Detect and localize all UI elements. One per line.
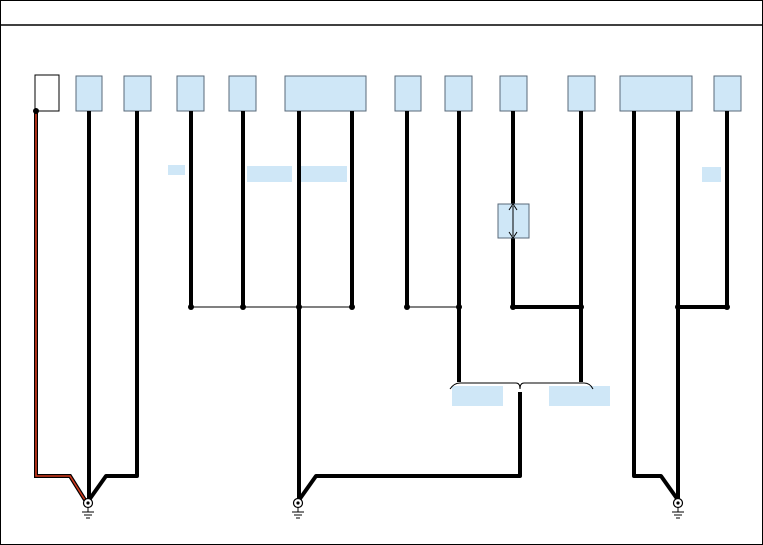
component-module-2[interactable] [123, 75, 152, 112]
wire-label-2 [247, 166, 292, 182]
wire-label-1 [168, 165, 185, 175]
wire-label-5 [452, 386, 503, 406]
ground-right [672, 497, 684, 519]
wire-ground-bus [297, 392, 522, 502]
component-module-1[interactable] [75, 75, 103, 112]
wires-thick [87, 111, 729, 502]
wires-thin [191, 306, 594, 390]
splice-points [33, 108, 730, 310]
component-module-6[interactable] [394, 75, 422, 112]
wire-accent [34, 111, 87, 502]
wire-m11 [678, 111, 729, 309]
wire-m10a [632, 111, 680, 502]
component-module-5[interactable] [284, 75, 367, 112]
wire-labels [168, 165, 721, 406]
wire-m2 [87, 111, 139, 502]
component-module-11[interactable] [713, 75, 742, 112]
wire-label-4 [702, 167, 721, 182]
component-module-9[interactable] [567, 75, 596, 112]
component-module-4[interactable] [228, 75, 257, 112]
component-module-10[interactable] [619, 75, 693, 112]
components [34, 74, 742, 112]
ground-center [292, 497, 304, 519]
inline-component[interactable] [497, 203, 530, 239]
component-module-8[interactable] [499, 75, 528, 112]
component-white-module[interactable] [34, 74, 60, 112]
component-module-3[interactable] [176, 75, 205, 112]
ground-left [82, 497, 94, 519]
component-module-7[interactable] [444, 75, 473, 112]
wire-label-6 [549, 386, 610, 406]
wire-label-3 [301, 166, 347, 182]
